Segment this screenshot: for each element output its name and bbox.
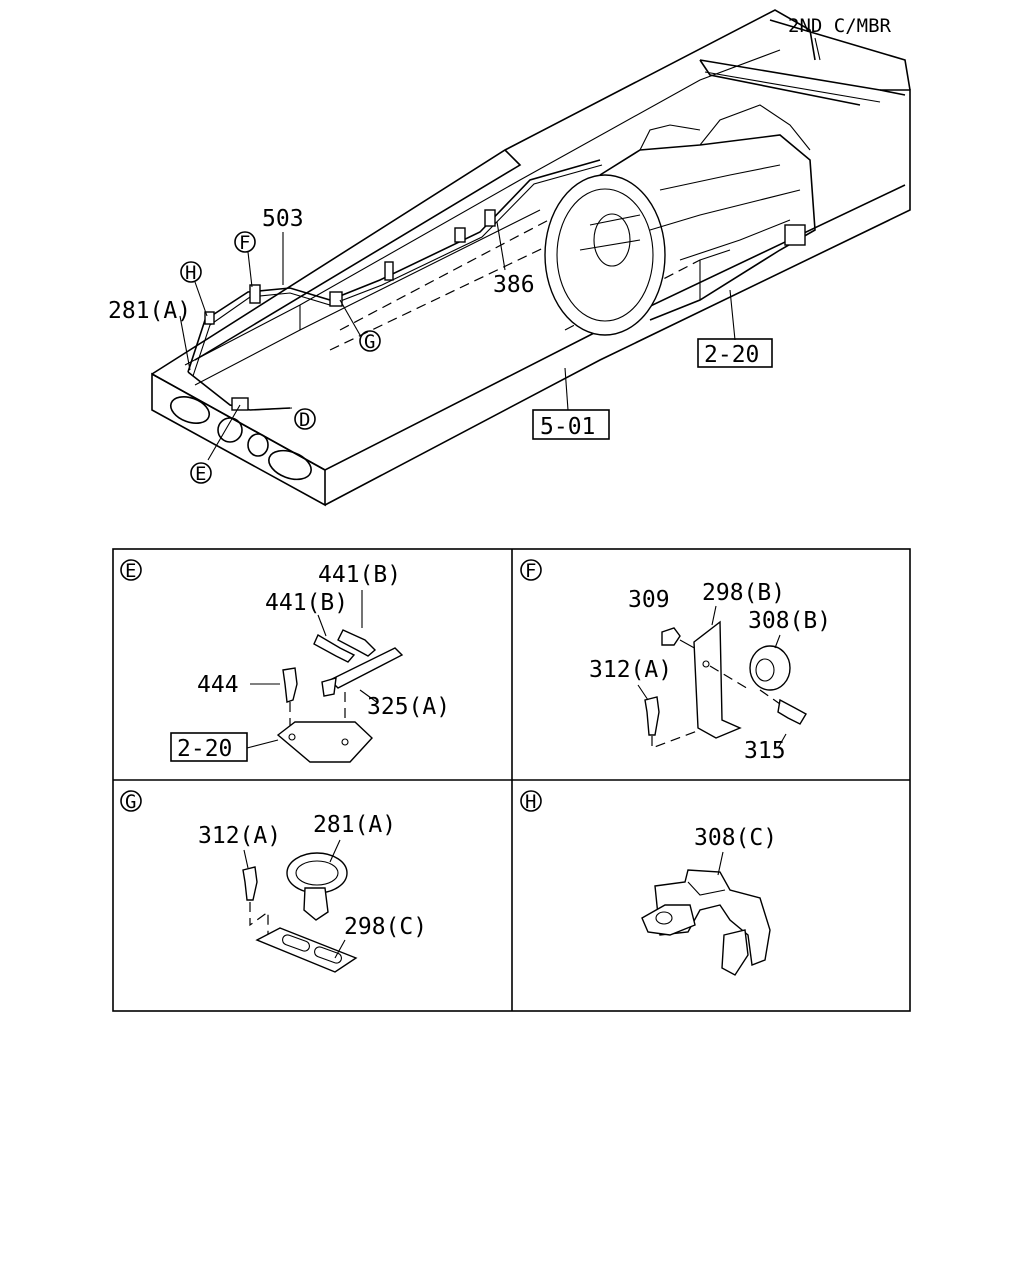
panel-f-bracket: 298(B) [702,580,785,606]
callout-h-text: H [185,262,196,284]
callout-f-text: F [239,232,250,254]
panel-f-nut: 309 [628,587,670,613]
callout-g-text: G [364,331,375,353]
transmission [544,104,816,336]
callout-g: G [359,330,381,353]
panel-e-connector-upper: 441(B) [318,562,401,588]
frame-assembly [151,9,911,507]
panel-f-title: F [525,560,536,582]
detail-grid [112,548,911,1012]
ref-box-frame [532,409,610,440]
callout-d: D [294,408,316,431]
label-hose-bracket: 386 [493,272,535,298]
panel-e-ref[interactable]: 2-20 [177,736,232,762]
panel-f-bolt-left: 312(A) [589,657,672,683]
callout-e: E [190,462,212,485]
panel-g-clip: 281(A) [313,812,396,838]
panel-f: F 309 298(B) 308(B) 312(A) 315 [520,559,831,764]
callout-h: H [180,261,202,284]
panel-g-plate: 298(C) [344,914,427,940]
panel-e-bracket: 325(A) [367,694,450,720]
panel-e-title: E [125,560,136,582]
label-member: 2ND C/MBR [788,15,892,37]
panel-e: E 441(B) 441(B) 444 325(A) 2-20 [120,559,450,763]
panel-e-connector-lower: 441(B) [265,590,348,616]
panel-g: G 312(A) 281(A) 298(C) [120,790,427,973]
panel-h-title: H [525,791,536,813]
panel-g-title: G [125,791,136,813]
callout-d-text: D [299,409,310,431]
panel-e-ref-box [170,732,248,762]
label-clip-main: 281(A) [108,298,191,324]
ref-box-transmission [697,338,773,368]
panel-h: H 308(C) [520,790,777,976]
callout-e-text: E [195,463,206,485]
panel-h-clamp: 308(C) [694,825,777,851]
callout-f: F [234,231,256,254]
ref-transmission[interactable]: 2-20 [704,342,759,368]
label-tube: 503 [262,206,304,232]
panel-f-bolt-right: 315 [744,738,786,764]
ref-frame[interactable]: 5-01 [540,414,595,440]
panel-e-bolt: 444 [197,672,239,698]
panel-g-bolt: 312(A) [198,823,281,849]
panel-f-grommet: 308(B) [748,608,831,634]
